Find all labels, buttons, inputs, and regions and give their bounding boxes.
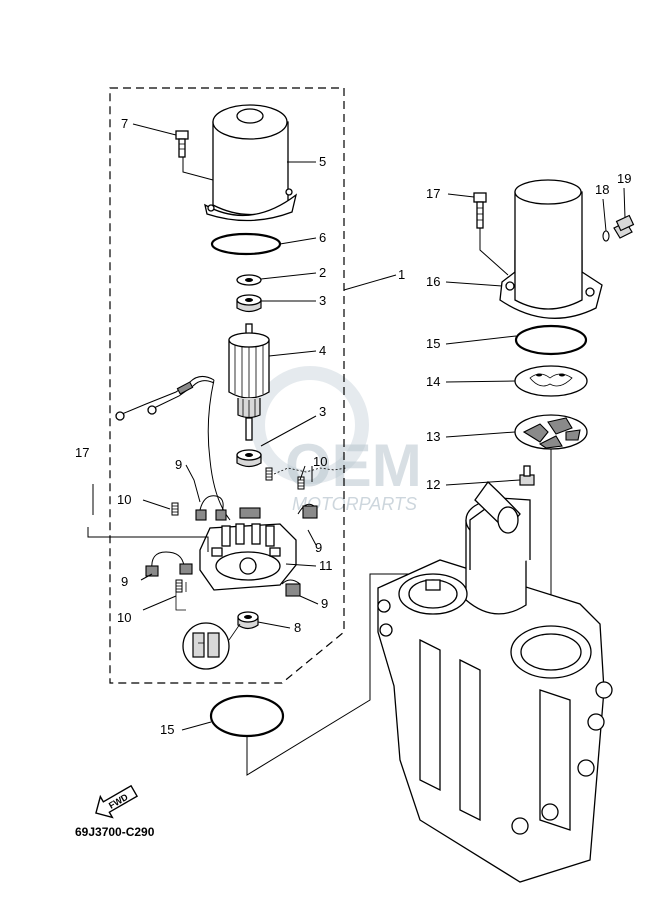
o-ring-6 (210, 232, 282, 256)
bearing-3-lower (236, 449, 262, 468)
screw-17-right (473, 192, 487, 229)
watermark-subtext: MOTORPARTS (292, 494, 417, 514)
diagram-code: 69J3700-C290 (75, 825, 155, 839)
callout-numbers: 7 5 6 2 3 1 4 3 17 9 10 10 9 11 9 10 9 8… (75, 116, 631, 737)
screw-7 (175, 130, 189, 158)
callout-7: 7 (121, 116, 128, 131)
filter-13 (514, 414, 588, 450)
power-trim-housing (377, 481, 613, 883)
callout-11: 11 (319, 558, 333, 573)
spring-bracket-lines (175, 582, 187, 611)
armature-4 (228, 323, 270, 441)
callout-18: 18 (595, 182, 609, 197)
bearing-3-upper (236, 294, 262, 313)
callout-9-bottom: 9 (321, 596, 328, 611)
callout-1: 1 (398, 267, 405, 282)
leader-lines (87, 123, 626, 731)
callout-16: 16 (426, 274, 440, 289)
gasket-14 (514, 365, 588, 397)
o-ring-15-upper (514, 324, 588, 356)
callout-17-left: 17 (75, 445, 89, 460)
brushes-9 (145, 495, 318, 597)
callout-10-left: 10 (117, 492, 131, 507)
callout-10-right: 10 (313, 454, 327, 469)
callout-5: 5 (319, 154, 326, 169)
o-ring-15-lower (209, 694, 285, 738)
callout-4: 4 (319, 343, 326, 358)
washer-18 (602, 230, 610, 242)
plug-19 (613, 214, 635, 239)
assembly-boundary (109, 87, 345, 684)
callout-3-lower: 3 (319, 404, 326, 419)
watermark: OEM MOTORPARTS (251, 366, 422, 514)
reservoir-16 (499, 179, 603, 319)
detail-circle (182, 622, 241, 670)
callout-13: 13 (426, 429, 440, 444)
callout-12: 12 (426, 477, 440, 492)
brush-holder-11 (199, 507, 297, 591)
callout-17-right: 17 (426, 186, 440, 201)
callout-9-left: 9 (121, 574, 128, 589)
fwd-arrow: FWD (95, 784, 139, 819)
callout-15-lower: 15 (160, 722, 174, 737)
springs-10 (171, 467, 347, 593)
callout-19: 19 (617, 171, 631, 186)
callout-9-right: 9 (315, 540, 322, 555)
callout-6: 6 (319, 230, 326, 245)
watermark-logo-text: OEM (285, 432, 422, 499)
lead-wire (115, 376, 231, 521)
callout-10-bottom: 10 (117, 610, 131, 625)
callout-9-top: 9 (175, 457, 182, 472)
washer-2 (236, 274, 262, 286)
oil-seal-8 (237, 611, 259, 630)
callout-3-upper: 3 (319, 293, 326, 308)
motor-yoke-5 (204, 104, 298, 222)
callout-15-upper: 15 (426, 336, 440, 351)
screw-12 (519, 465, 535, 486)
callout-14: 14 (426, 374, 440, 389)
callout-2: 2 (319, 265, 326, 280)
callout-8: 8 (294, 620, 301, 635)
